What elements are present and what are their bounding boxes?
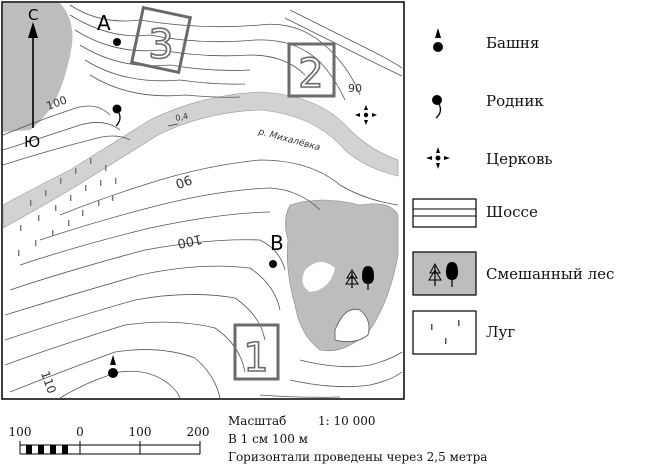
svg-text:2: 2: [298, 51, 323, 97]
south-label: Ю: [24, 133, 40, 151]
legend-label-spring: Родник: [486, 92, 544, 110]
svg-text:1: 1: [243, 335, 268, 381]
church-icon: [355, 105, 377, 125]
legend-highway-icon: [412, 198, 477, 228]
tower-icon: [108, 355, 118, 378]
forest-clearing-2: [302, 261, 335, 292]
legend-church-icon: [426, 147, 450, 169]
square-2: 2: [287, 42, 336, 98]
highway-line-2: [284, 17, 403, 77]
point-b-marker: [269, 260, 277, 268]
scale-per-cm: В 1 см 100 м: [228, 432, 309, 446]
legend-label-church: Церковь: [486, 150, 553, 168]
legend-label-highway: Шоссе: [486, 203, 538, 221]
river-flow-label: 0,4: [175, 112, 189, 123]
spring-icon: [112, 104, 122, 127]
contour-lines: [2, 4, 403, 399]
scale-tick-0: 0: [76, 425, 84, 439]
forest-clearing: [334, 308, 370, 343]
river-michalevka: [2, 91, 399, 229]
legend-label-tower: Башня: [486, 34, 540, 52]
legend-mixed-forest-icon: [412, 251, 477, 296]
legend-meadow-icon: [412, 310, 477, 355]
point-a-marker: [113, 38, 121, 46]
point-b-label: В: [270, 231, 284, 255]
north-label: С: [28, 6, 38, 24]
scale-tick-100-right: 100: [128, 425, 152, 439]
scale-bar: [19, 441, 201, 455]
scale-ratio: 1: 10 000: [318, 414, 376, 428]
legend-label-mixed-forest: Смешанный лес: [486, 265, 615, 283]
legend-spring-icon: [432, 95, 442, 119]
forest-area-east: [285, 199, 399, 352]
scale-tick-100-left: 100: [8, 425, 32, 439]
svg-text:3: 3: [148, 22, 173, 68]
north-arrow-head: [28, 22, 38, 38]
square-1: 1: [233, 323, 280, 382]
forest-symbol: [345, 266, 374, 290]
scale-title: Масштаб: [228, 414, 287, 428]
scale-tick-200: 200: [186, 425, 210, 439]
forest-area-northwest: [3, 3, 73, 132]
square-3: 3: [129, 5, 193, 75]
contour-label-90-east: 90: [348, 82, 362, 95]
legend-label-meadow: Луг: [486, 323, 516, 341]
legend-tower-icon: [433, 28, 443, 52]
scale-contour-note: Горизонтали проведены через 2,5 метра: [228, 450, 488, 464]
contour-label-90-middle: 90: [173, 171, 194, 191]
point-a-label: А: [97, 11, 111, 35]
river-flow-arrow: [167, 123, 179, 127]
meadow-area: [18, 158, 117, 256]
contour-label-100-south: 100: [176, 231, 203, 251]
highway-line-1: [289, 9, 403, 69]
